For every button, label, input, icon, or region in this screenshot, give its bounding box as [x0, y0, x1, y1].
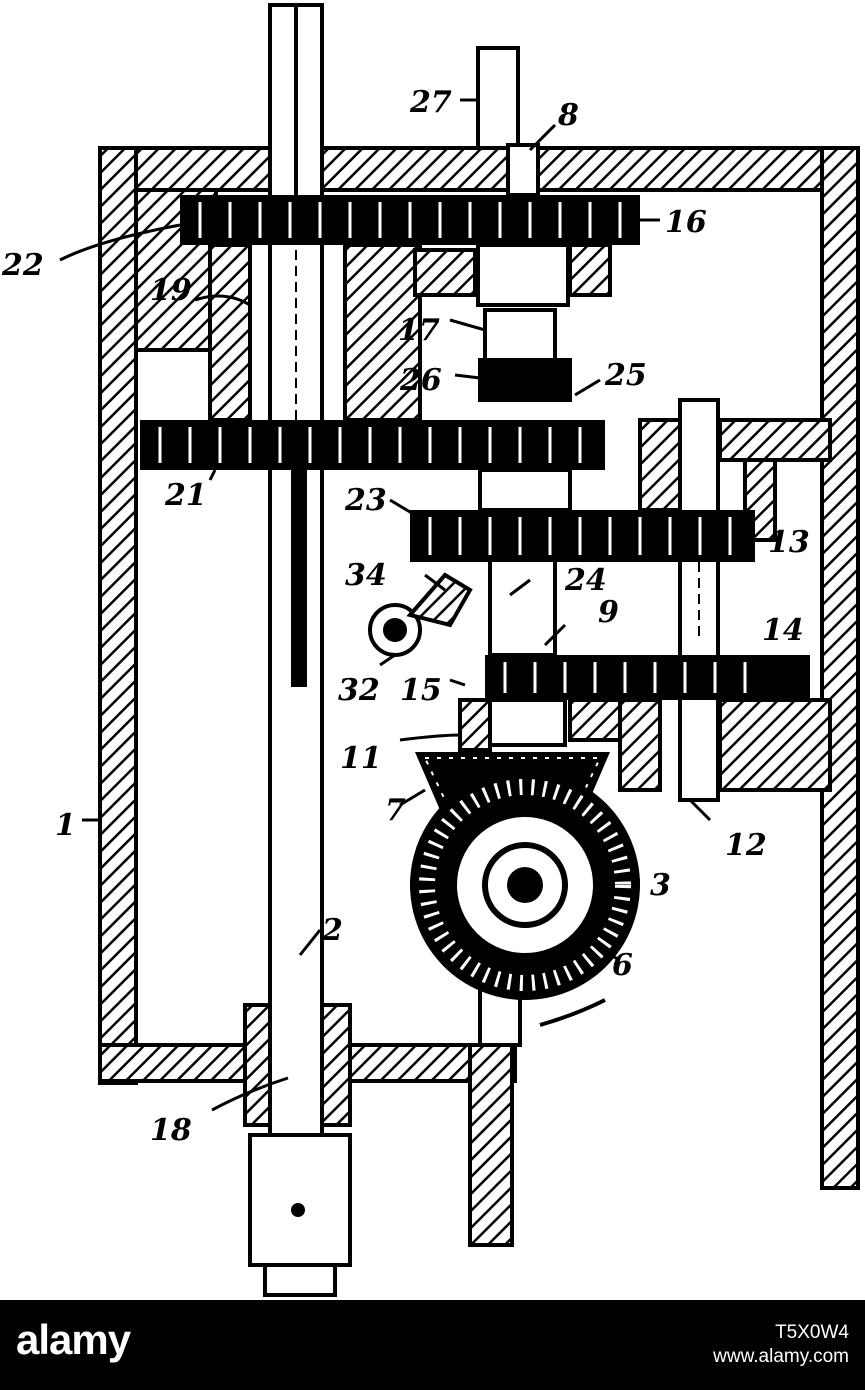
label-18: 18 [150, 1113, 192, 1148]
label-8: 8 [557, 98, 579, 133]
alamy-logo: alamy [16, 1316, 131, 1363]
gear-16 [180, 195, 640, 245]
label-34: 34 [345, 558, 387, 593]
label-13: 13 [768, 525, 810, 560]
label-17: 17 [398, 313, 440, 348]
bevel-gear-3 [410, 770, 640, 1000]
leader-lines [59, 98, 810, 1112]
rotation-arrow [539, 998, 606, 1027]
label-12: 12 [725, 828, 767, 863]
label-1: 1 [55, 808, 76, 843]
site-url: www.alamy.com [713, 1346, 849, 1367]
watermark-footer: alamy T5X0W4 www.alamy.com [0, 1300, 865, 1390]
label-32: 32 [338, 673, 380, 708]
label-6: 3 [650, 868, 671, 903]
label-22: 22 [1, 248, 44, 283]
label-11: 11 [340, 741, 382, 776]
label-25: 25 [604, 358, 647, 393]
pinion-17 [478, 308, 572, 657]
label-9: 9 [598, 595, 619, 630]
image-id: T5X0W4 [775, 1322, 849, 1343]
gear-13 [410, 510, 755, 562]
label-7: 7 [385, 793, 406, 828]
label-19: 19 [150, 273, 192, 308]
base-collar [248, 1133, 352, 1297]
label-23: 23 [344, 483, 387, 518]
gear-21 [140, 420, 605, 470]
label-26: 26 [399, 363, 442, 398]
label-2: 2 [321, 913, 343, 948]
reference-numerals: 27 8 16 22 19 17 26 25 21 23 13 34 24 9 … [1, 85, 810, 1148]
label-14: 14 [762, 613, 804, 648]
label-16: 16 [665, 205, 707, 240]
housing-frame [98, 146, 860, 1247]
label-3: 6 [612, 948, 633, 983]
gear-14 [485, 655, 810, 700]
label-27: 27 [409, 85, 452, 120]
label-24: 24 [564, 563, 607, 598]
label-15: 15 [400, 673, 442, 708]
label-21: 21 [164, 478, 207, 513]
patent-drawing: 27 8 16 22 19 17 26 25 21 23 13 34 24 9 … [1, 3, 860, 1297]
